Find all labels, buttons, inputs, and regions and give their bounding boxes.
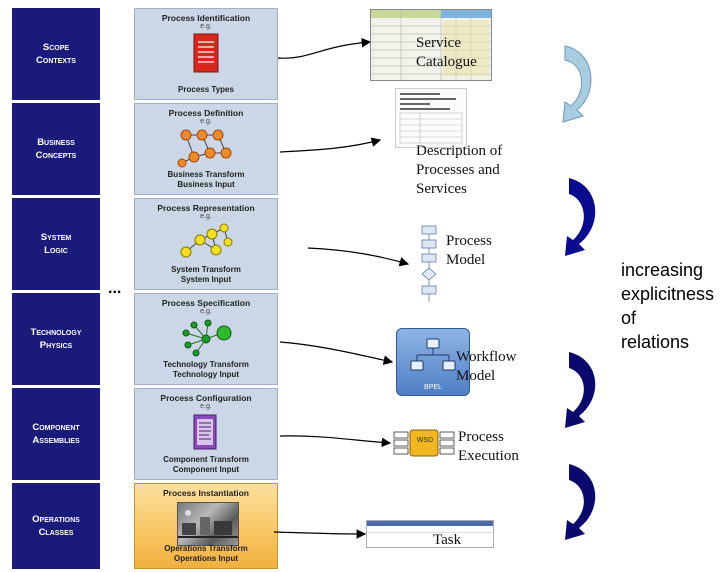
artifact-task: Task (433, 532, 462, 548)
curved-arrow-light-icon (562, 45, 592, 123)
artifact-process-model: Process Model (446, 233, 492, 268)
curved-arrow-dark-icon-3 (565, 464, 596, 540)
green-network-icon (135, 318, 277, 358)
cell-eg: e.g. (200, 403, 212, 410)
row-label-technology-physics: Technology Physics (12, 293, 100, 385)
factory-photo (177, 502, 239, 546)
cell-title: Process Identification (161, 13, 251, 23)
purple-document-icon (135, 413, 277, 453)
cell-process-definition: Process Definition e.g. Business Transfo… (134, 103, 278, 195)
cell-title: Process Instantiation (163, 488, 249, 498)
cell-eg: e.g. (200, 213, 212, 220)
cell-caption: Operations Transform Operations Input (164, 544, 248, 563)
orange-network-icon (135, 128, 277, 168)
process-model-thumbnail (414, 224, 444, 306)
artifact-process-execution: Process Execution (458, 429, 519, 464)
bpel-icon: BPEL (396, 328, 470, 396)
execution-icon: WSD (392, 428, 458, 458)
artifact-description: Description of Processes and Services (416, 143, 503, 197)
artifact-workflow-model: Workflow Model (456, 349, 517, 384)
cell-process-identification: Process Identification e.g. Process Type… (134, 8, 278, 100)
curved-arrows (562, 45, 596, 540)
task-screen-thumbnail (366, 520, 494, 548)
yellow-network-icon (135, 223, 277, 263)
connector-process-execution (279, 435, 392, 448)
artifact-service-catalogue: Service Catalogue (416, 35, 477, 70)
cell-caption: Component Transform Component Input (163, 455, 249, 474)
wsdl-label: WSD (416, 437, 434, 444)
cell-eg: e.g. (200, 308, 212, 315)
document-icon (135, 33, 277, 73)
document-thumbnail (395, 88, 467, 148)
cell-caption: Business Transform Business Input (167, 170, 245, 189)
row-label-scope-contexts: Scope Contexts (12, 8, 100, 100)
cell-caption: Technology Transform Technology Input (163, 360, 249, 379)
cell-eg: e.g. (200, 118, 212, 125)
connector-workflow-model (279, 341, 394, 365)
connector-process-model (307, 247, 410, 267)
cell-title: Process Specification (161, 298, 251, 308)
cell-caption: System Transform System Input (171, 265, 241, 284)
connector-service-catalogue (277, 37, 372, 59)
cell-process-representation: Process Representation e.g. System Trans… (134, 198, 278, 290)
row-label-operations-classes: Operations Classes (12, 483, 100, 569)
cell-title: Process Definition (168, 108, 244, 118)
cell-title: Process Representation (157, 203, 255, 213)
cell-caption: Process Types (178, 85, 234, 94)
cell-eg: e.g. (200, 23, 212, 30)
cell-process-instantiation: Process Instantiation Operations Transfo… (134, 483, 278, 569)
explicitness-note: increasing explicitness of relations (621, 260, 715, 352)
bpel-label: BPEL (424, 384, 442, 391)
connector-task (273, 529, 367, 539)
cell-title: Process Configuration (160, 393, 252, 403)
curved-arrow-dark-icon-1 (565, 178, 596, 256)
cell-process-configuration: Process Configuration e.g. Component Tra… (134, 388, 278, 480)
row-label-system-logic: System Logic (12, 198, 100, 290)
spreadsheet-thumbnail (370, 9, 492, 81)
curved-arrow-dark-icon-2 (565, 352, 596, 428)
cell-process-specification: Process Specification e.g. Technology Tr… (134, 293, 278, 385)
row-label-business-concepts: Business Concepts (12, 103, 100, 195)
row-label-component-assemblies: Component Assemblies (12, 388, 100, 480)
ellipsis: ... (108, 280, 122, 297)
connector-description (279, 137, 382, 153)
